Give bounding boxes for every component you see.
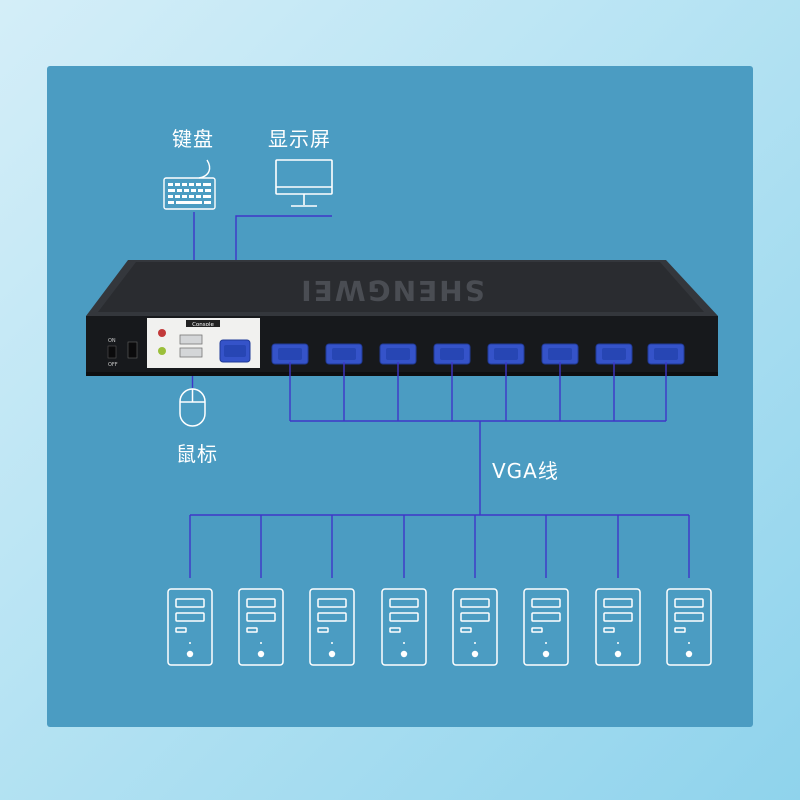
computer-tower-icon: [452, 588, 498, 666]
vga-port: [271, 343, 309, 365]
brand-logo: SHENGWEI: [299, 274, 485, 307]
console-label: Console: [192, 322, 214, 328]
svg-text:ON: ON: [108, 338, 116, 344]
vga-port: [541, 343, 579, 365]
vga-port: [433, 343, 471, 365]
computer-tower-icon: [167, 588, 213, 666]
vga-port: [647, 343, 685, 365]
computers: [167, 588, 712, 666]
computer-tower-icon: [238, 588, 284, 666]
vga-port: [595, 343, 633, 365]
console-panel: Console: [147, 318, 260, 368]
kvm-switch: SHENGWEI ON OFF Console: [86, 260, 718, 376]
computer-tower-icon: [309, 588, 355, 666]
mouse-icon: [179, 388, 206, 427]
vga-port: [379, 343, 417, 365]
vga-ports: [271, 343, 685, 365]
computer-tower-icon: [595, 588, 641, 666]
computer-tower-icon: [381, 588, 427, 666]
vga-cable-tree: [189, 362, 690, 578]
vga-cable-label: VGA线: [492, 459, 559, 483]
vga-port: [325, 343, 363, 365]
diagram-panel: [47, 66, 753, 727]
keyboard-icon: [163, 159, 216, 210]
vga-port: [487, 343, 525, 365]
keyboard-label: 键盘: [172, 127, 214, 151]
monitor-icon: [275, 159, 333, 207]
svg-text:OFF: OFF: [108, 362, 118, 368]
power-switch[interactable]: ON OFF: [107, 338, 138, 368]
monitor-label: 显示屏: [268, 127, 331, 151]
mouse-label: 鼠标: [176, 442, 218, 466]
computer-tower-icon: [666, 588, 712, 666]
computer-tower-icon: [523, 588, 569, 666]
